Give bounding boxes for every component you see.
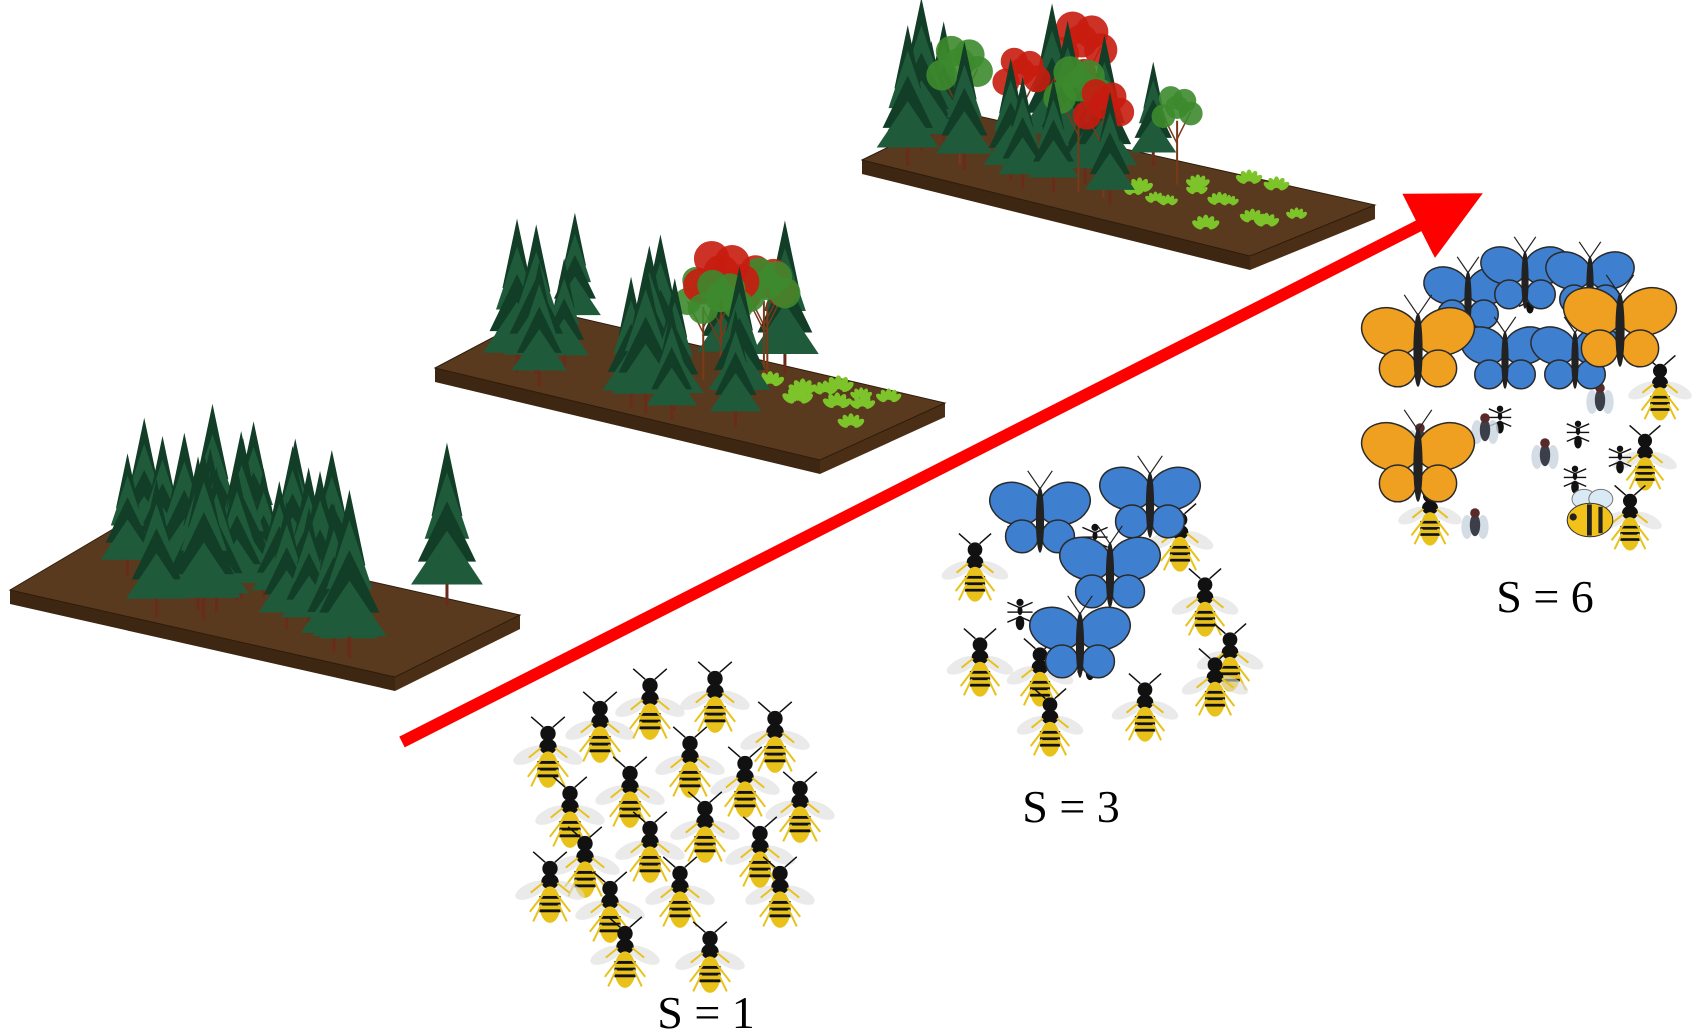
wasp	[1171, 568, 1239, 637]
conifer-tree	[100, 453, 155, 576]
shrub	[782, 386, 813, 404]
wasp	[1016, 688, 1084, 757]
wasp	[615, 668, 685, 740]
wasp	[535, 776, 605, 848]
conifer-tree	[709, 309, 762, 427]
diversity-arrow	[399, 193, 1483, 748]
wasp	[590, 916, 660, 988]
fly	[1461, 508, 1489, 539]
conifer-tree	[1028, 78, 1079, 193]
fly	[1531, 438, 1559, 469]
shrub	[1158, 194, 1178, 206]
wasp	[1181, 648, 1249, 717]
insect-group-medium	[941, 455, 1264, 757]
shrub	[812, 380, 838, 395]
conifer-tree	[876, 25, 939, 166]
wasp	[725, 816, 795, 888]
insect-group-high	[1360, 236, 1692, 551]
wasp	[655, 726, 725, 798]
wasp	[946, 628, 1014, 697]
species-richness-label-high: S = 6	[1496, 571, 1594, 622]
conifer-tree	[312, 489, 387, 659]
wasp	[615, 811, 685, 883]
wasp	[680, 661, 750, 733]
forest-plot-high	[860, 0, 1377, 270]
conifer-tree	[166, 451, 241, 620]
blue-butterfly	[1099, 455, 1201, 539]
conifer-tree	[646, 305, 697, 421]
wasp	[710, 746, 780, 818]
blue-butterfly	[1059, 525, 1161, 609]
ant	[1488, 405, 1512, 434]
blue-butterfly	[1029, 595, 1131, 679]
wasp	[740, 701, 810, 773]
shrub	[1192, 214, 1220, 230]
monarch-butterfly	[1360, 409, 1476, 503]
plot-low-soil	[8, 524, 522, 691]
species-richness-label-medium: S = 3	[1022, 781, 1120, 832]
ant	[1007, 598, 1033, 631]
shrub	[850, 387, 873, 400]
insect-group-low	[513, 661, 835, 993]
wasp	[515, 851, 585, 923]
wasp	[675, 921, 745, 993]
wasp	[765, 771, 835, 843]
forest-plot-medium	[433, 212, 947, 474]
conifer-tree	[411, 442, 483, 606]
bee	[1566, 488, 1614, 538]
wasp	[745, 856, 815, 928]
shrub	[1253, 212, 1280, 227]
wasp	[1111, 673, 1179, 742]
wasp	[941, 533, 1009, 602]
wasp	[645, 856, 715, 928]
shrub	[1186, 182, 1208, 195]
wasp	[1398, 479, 1462, 546]
shrub	[837, 413, 865, 428]
ant	[1566, 420, 1590, 449]
conifer-tree	[511, 261, 567, 387]
wasp	[595, 756, 665, 828]
ant	[1608, 445, 1632, 474]
conifer-tree	[126, 478, 187, 617]
monarch-butterfly	[1562, 274, 1678, 368]
conifer-tree	[935, 41, 993, 171]
shrub	[1235, 169, 1263, 184]
forest-plot-low	[8, 403, 522, 691]
wasp	[575, 871, 645, 943]
conifer-tree	[1085, 91, 1135, 205]
shrub	[849, 394, 876, 409]
shrub	[822, 392, 852, 409]
shrub	[1286, 207, 1308, 219]
shrub	[876, 388, 902, 403]
fly	[1471, 413, 1499, 444]
wasp	[565, 691, 635, 763]
shrub	[1263, 176, 1290, 191]
monarch-butterfly	[1360, 294, 1476, 388]
conifer-tree	[997, 76, 1048, 189]
ant	[1563, 465, 1587, 494]
shrub	[1219, 194, 1239, 206]
wasp	[670, 791, 740, 863]
species-richness-label-low: S = 1	[657, 987, 755, 1033]
broadleaf-tree	[1151, 86, 1203, 185]
wasp	[513, 716, 583, 788]
